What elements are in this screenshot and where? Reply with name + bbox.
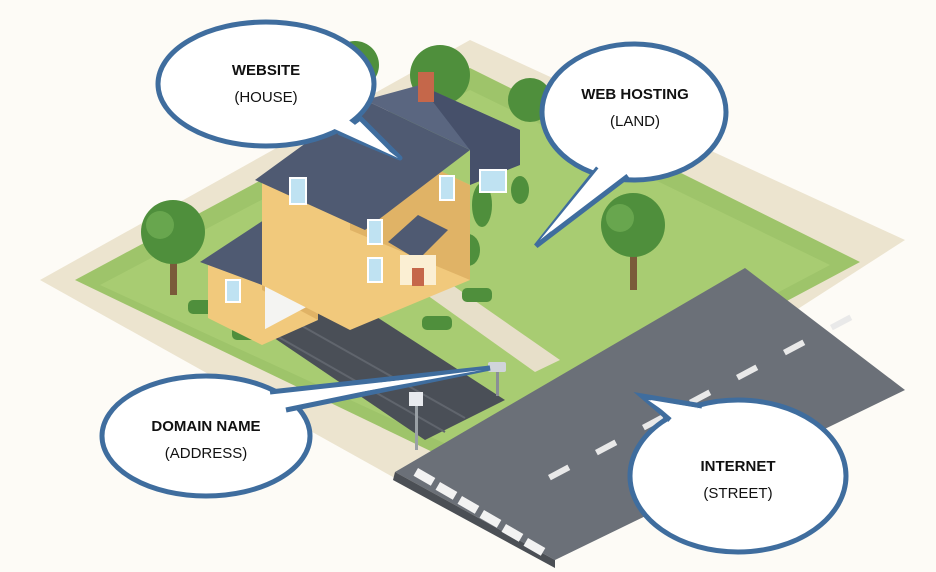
label-website: WEBSITE (HOUSE)	[196, 62, 336, 107]
label-internet-subtitle: (STREET)	[668, 485, 808, 502]
label-web-hosting-subtitle: (LAND)	[560, 113, 710, 130]
label-domain-name-title: DOMAIN NAME	[136, 418, 276, 435]
chimney	[418, 72, 434, 102]
label-internet-title: INTERNET	[668, 458, 808, 475]
label-web-hosting: WEB HOSTING (LAND)	[560, 86, 710, 131]
label-website-subtitle: (HOUSE)	[196, 89, 336, 106]
label-website-title: WEBSITE	[196, 62, 336, 79]
label-domain-name: DOMAIN NAME (ADDRESS)	[136, 418, 276, 463]
label-internet: INTERNET (STREET)	[668, 458, 808, 503]
label-web-hosting-title: WEB HOSTING	[560, 86, 710, 103]
label-domain-name-subtitle: (ADDRESS)	[136, 445, 276, 462]
